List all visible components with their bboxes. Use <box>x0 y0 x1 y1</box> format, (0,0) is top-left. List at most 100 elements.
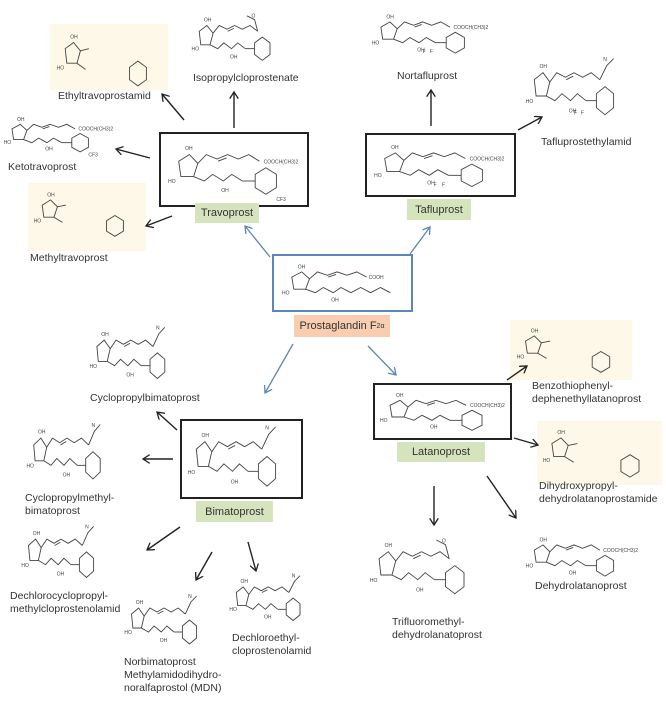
benzene-ring <box>460 163 483 188</box>
alpha-chain <box>143 607 186 617</box>
bond <box>568 443 578 446</box>
arrow-pgf-to-travoprost <box>245 226 271 258</box>
omega-chain <box>403 414 451 421</box>
amide-chain <box>261 426 276 450</box>
arrow-tafluprost-to-tafluprostethylamid <box>517 117 542 131</box>
methyltravoprost-structure: OH HO <box>34 192 124 237</box>
double-bond <box>42 126 50 130</box>
alpha-chain <box>109 339 154 349</box>
hydroxyl-label: HO <box>124 630 132 636</box>
oxygen-label: O <box>442 538 446 544</box>
cyclopentane-ring <box>28 538 42 561</box>
hydroxyl-label: OH <box>204 18 212 24</box>
hydroxyl-label: OH <box>47 192 55 198</box>
benzene-ring <box>181 619 198 645</box>
trifluoromethyl-name: Trifluoromethyl-dehydrolanatoprost <box>392 616 482 641</box>
alpha-chain <box>549 544 601 553</box>
alpha-chain <box>407 399 467 408</box>
alpha-chain <box>197 154 260 164</box>
hydroxyl-label: OH <box>57 571 65 577</box>
double-bond <box>423 155 433 159</box>
fluoro-label: F <box>574 111 577 117</box>
benzene-ring <box>254 36 271 61</box>
hydroxyl-label: HO <box>89 364 97 370</box>
hydroxyl-label: OH <box>396 393 404 399</box>
ethyltravoprostamid-structure: OH HO <box>57 34 147 87</box>
arrow-travoprost-to-methyltravoprost <box>146 215 173 226</box>
arrow-travoprost-to-ketotravoprost <box>116 149 151 159</box>
benzene-ring <box>461 409 483 431</box>
arrow-bimatoprost-to-cyclopropylbimatoprost <box>157 412 178 431</box>
nitrogen-label: N <box>292 574 296 580</box>
nitrogen-label: N <box>156 325 160 331</box>
alpha-chain <box>26 123 76 131</box>
dihydroxypropyl-name: Dihydroxypropyl-dehydrolatanoprostamide <box>539 480 658 505</box>
hydroxyl-label: OH <box>240 579 248 585</box>
dechlorocyclopropyl-name: Dechlorocyclopropyl-methylcloprostenolam… <box>10 590 121 615</box>
benzene-ring <box>129 60 147 87</box>
benzene-ring <box>78 551 95 579</box>
arrow-pgf-to-latanoprost <box>367 345 396 375</box>
bond <box>57 204 66 208</box>
tafluprost-structure-box <box>365 133 516 197</box>
cyclopentane-ring <box>195 441 213 467</box>
cyclopentane-ring <box>198 24 214 46</box>
omega-chain <box>391 572 435 581</box>
ester-chain <box>436 539 450 559</box>
bond <box>53 216 63 223</box>
benzene-ring <box>106 214 124 237</box>
hydroxyl-label: OH <box>17 117 25 123</box>
omega-chain <box>106 358 142 367</box>
prostaglandin-subscript: 2α <box>376 322 385 330</box>
cyclopentane-ring <box>533 72 551 97</box>
hydroxyl-label: OH <box>70 34 78 40</box>
hydroxyl-label: OH <box>557 430 565 436</box>
hydroxyl-label: OH <box>264 615 272 621</box>
benzene-ring <box>445 31 465 54</box>
bond <box>537 352 547 359</box>
amide-chain <box>88 424 101 446</box>
carboxyl-label: COOH <box>369 275 384 281</box>
benzene-ring <box>595 86 615 116</box>
arrow-bimatoprost-to-dechloroethyl <box>247 541 256 571</box>
hydroxyl-label: OH <box>136 600 144 606</box>
hydroxyl-label: OH <box>531 328 539 334</box>
latanoprost-structure-box <box>373 383 512 440</box>
amide-chain <box>152 326 166 347</box>
arrow-bimatoprost-to-norbimatoprost <box>196 551 213 580</box>
cyclopentane-ring <box>131 607 145 629</box>
alpha-chain <box>309 271 367 280</box>
amide-chain <box>599 58 614 80</box>
hydroxyl-label: OH <box>416 587 424 593</box>
benzothiophenyl-highlight <box>510 320 632 380</box>
latanoprost-label: Latanoprost <box>397 442 485 462</box>
nitrogen-label: N <box>603 57 607 63</box>
methyltravoprost-name: Methyltravoprost <box>30 252 108 264</box>
ester-label: COOCH(CH3)2 <box>470 156 505 162</box>
benzene-ring <box>257 455 277 487</box>
hydroxyl-label: HO <box>188 470 196 476</box>
benzene-ring <box>254 167 277 195</box>
hydroxyl-label: OH <box>45 146 53 152</box>
fluoro-label: F <box>423 49 426 55</box>
hydroxyl-label: HO <box>282 290 290 296</box>
hydroxyl-label: HO <box>57 65 65 71</box>
benzene-ring <box>620 454 640 478</box>
hydroxyl-label: HO <box>380 418 388 424</box>
hydroxyl-label: HO <box>34 218 42 224</box>
prostaglandin-structure-box <box>272 254 413 312</box>
omega-chain <box>43 457 78 466</box>
benzene-ring <box>445 565 465 595</box>
bond <box>541 340 551 344</box>
cf3-label: CF3 <box>88 152 98 158</box>
